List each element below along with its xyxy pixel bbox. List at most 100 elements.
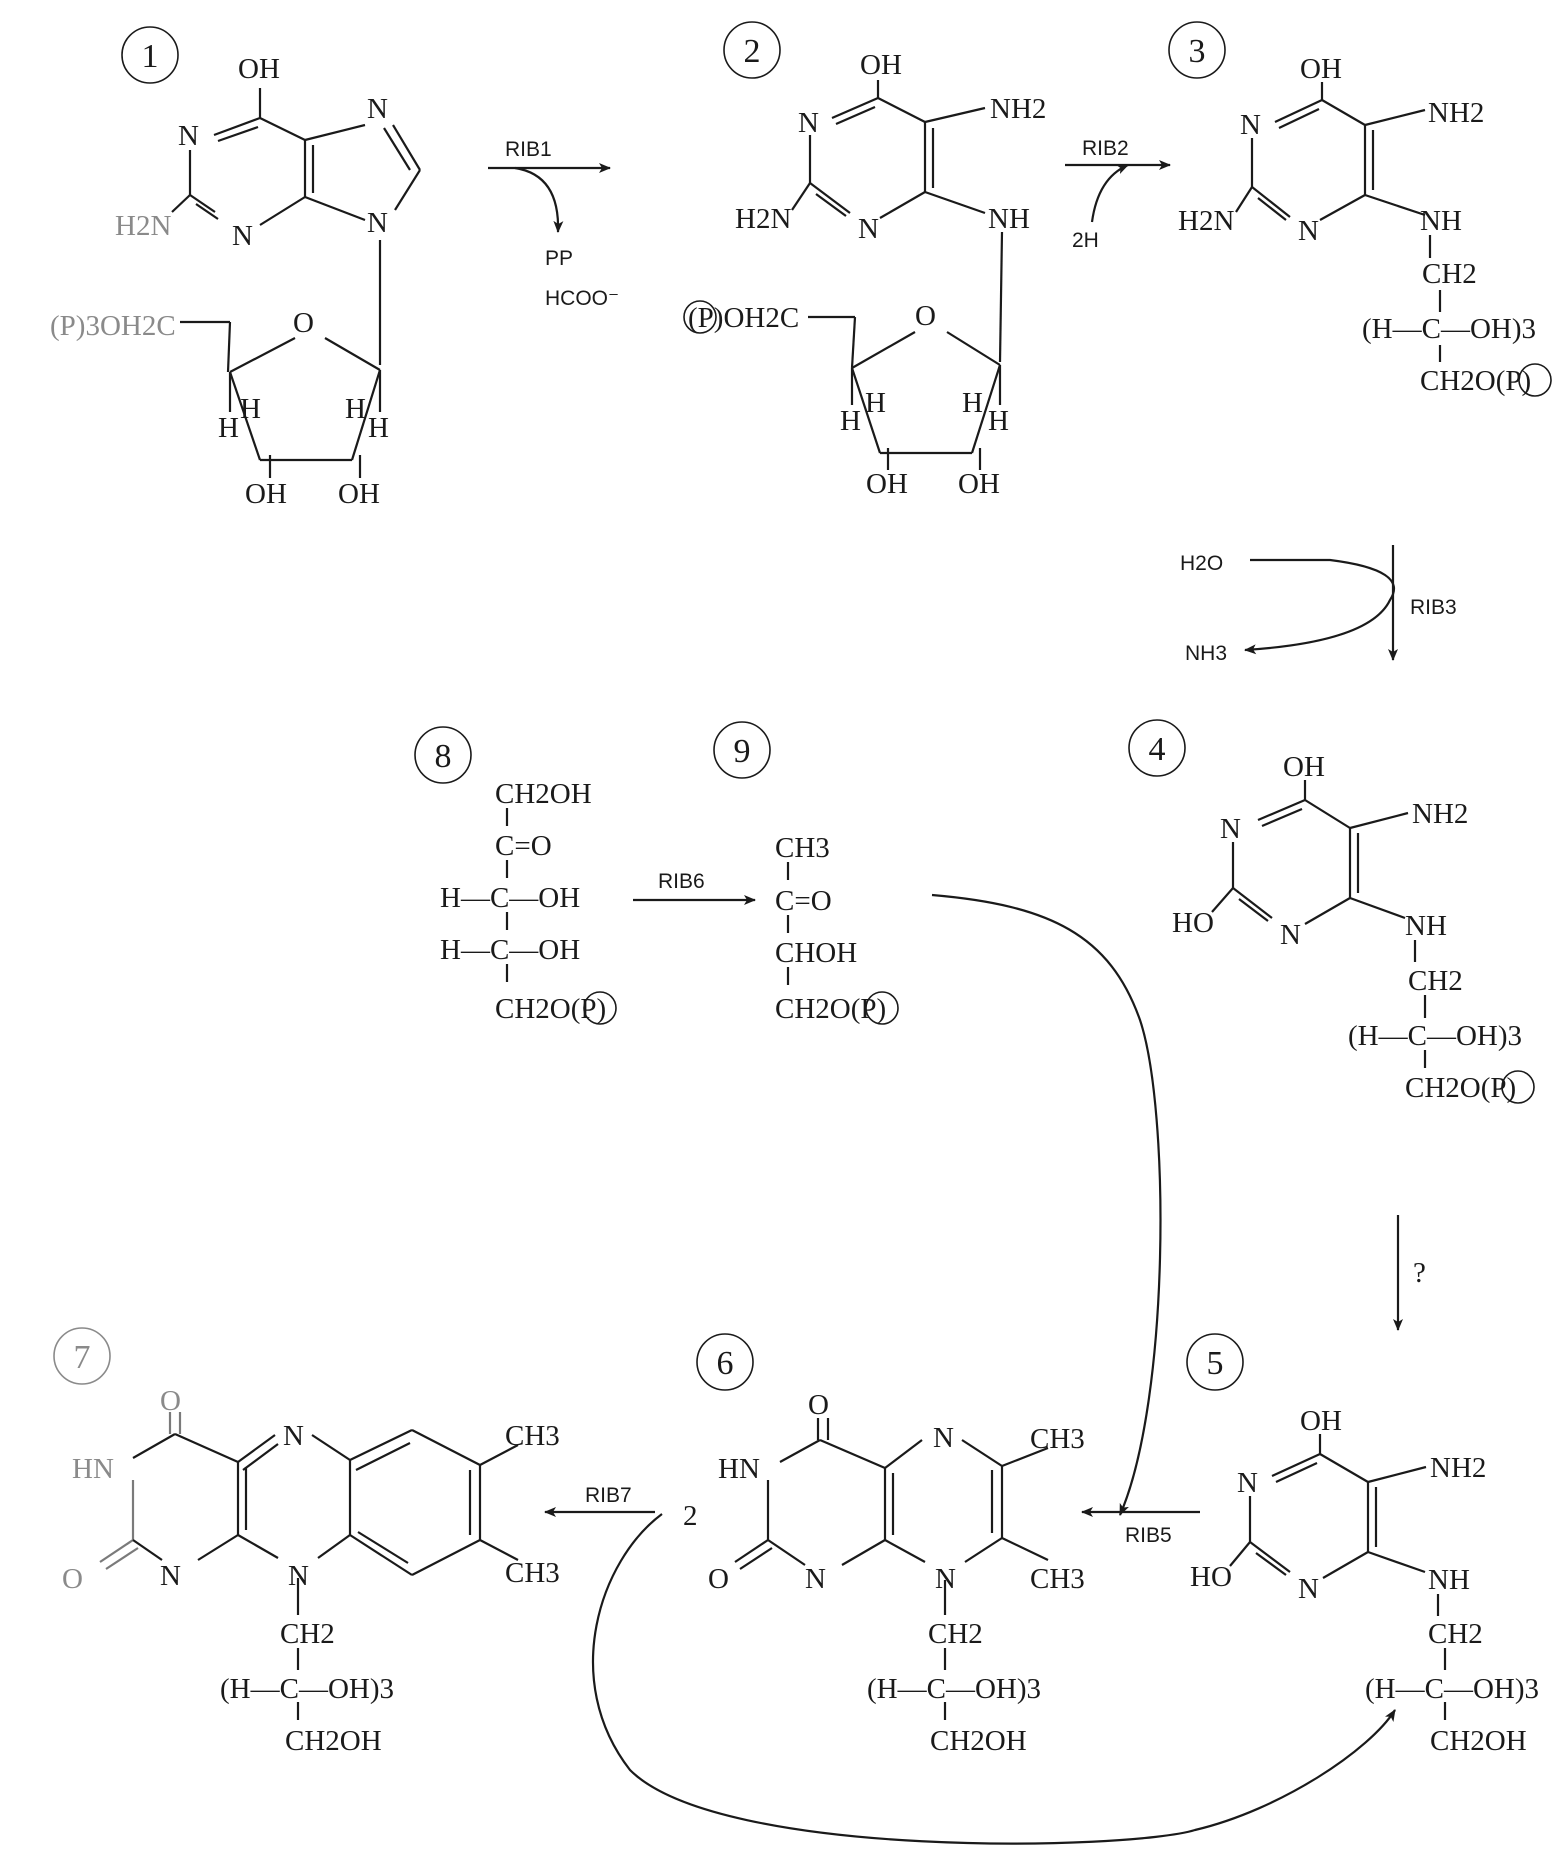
compound-2: 2 OH NH2 N N H2N NH (P)OH2C O H	[683, 21, 1046, 500]
compound-1-n1: N	[178, 120, 199, 152]
compound-1-phosphate-chain: (P)3OH2C	[50, 310, 176, 342]
compound-5-number-circle	[1186, 1333, 1244, 1391]
compound-4-phosphate-circle	[1501, 1070, 1535, 1104]
compound-3-number: 3	[1189, 33, 1206, 70]
compound-9-number: 9	[734, 733, 751, 770]
compound-1-n7: N	[367, 93, 388, 125]
compound-2-number-circle	[723, 21, 781, 79]
compound-6-hn: HN	[718, 1453, 760, 1485]
compound-7-ch3a: CH3	[505, 1420, 560, 1452]
compound-5-hcoh: (H—C—OH)3	[1365, 1673, 1539, 1705]
compound-3-n3: N	[1298, 215, 1319, 247]
compound-7-n3: N	[288, 1560, 309, 1592]
compound-1-n9: N	[367, 207, 388, 239]
compound-5-ho: HO	[1190, 1561, 1232, 1593]
compound-2-phosphate-chain: (P)OH2C	[688, 302, 799, 334]
rib5-label: RIB5	[1125, 1524, 1172, 1547]
reaction-rib7: RIB7 2	[544, 1484, 1396, 1845]
compound-6-n1: N	[933, 1422, 954, 1454]
compound-5-nh: NH	[1428, 1564, 1470, 1596]
compound-4-n1: N	[1220, 813, 1241, 845]
compound-6-ch3b: CH3	[1030, 1563, 1085, 1595]
compound-8-number-circle	[414, 726, 472, 784]
compound-1: 1 OH N N N N H2N	[50, 26, 421, 510]
compound-3-n1: N	[1240, 109, 1261, 141]
reaction-rib6: RIB6	[633, 870, 756, 905]
compound-8-line-1: CH2OH	[495, 778, 592, 810]
compound-5-n3: N	[1298, 1573, 1319, 1605]
rib6-label: RIB6	[658, 870, 705, 893]
compound-9-line-4: CH2O(P)	[775, 993, 886, 1025]
rib3-label: RIB3	[1410, 596, 1457, 619]
compound-6: 6 O HN O N N N CH3 CH3 CH2 (H—C—OH)3 CH2…	[696, 1333, 1085, 1757]
rib2-cofactor: 2H	[1072, 229, 1099, 252]
compound-3-h2n: H2N	[1178, 205, 1234, 237]
rib2-label: RIB2	[1082, 137, 1129, 160]
compound-3-nh2: NH2	[1428, 97, 1484, 129]
compound-5-ch2: CH2	[1428, 1618, 1483, 1650]
compound-9: 9 CH3 C=O CHOH CH2O(P)	[713, 721, 899, 1025]
reaction-rib1: RIB1 PP HCOO⁻	[488, 138, 619, 310]
rib1-side-arrow	[514, 166, 564, 233]
compound-4: 4 OH NH2 N N HO NH CH2 (H—C—OH)3 CH2O(P)	[1128, 719, 1535, 1104]
compound-8: 8 CH2OH C=O H—C—OH H—C—OH CH2O(P)	[414, 726, 617, 1025]
compound-7-hn: HN	[72, 1453, 114, 1485]
compound-6-o1: O	[808, 1389, 829, 1421]
compound-6-n2: N	[805, 1563, 826, 1595]
compound-3-hcoh: (H—C—OH)3	[1362, 313, 1536, 345]
compound-8-line-2: C=O	[495, 830, 552, 862]
compound-2-h2n: H2N	[735, 203, 791, 235]
compound-6-ch2: CH2	[928, 1618, 983, 1650]
compound-4-ho: HO	[1172, 907, 1214, 939]
compound-7-number: 7	[74, 1339, 91, 1376]
reaction-rib3: RIB3 H2O NH3	[1180, 545, 1457, 665]
compound-9-number-circle	[713, 721, 771, 779]
compound-5-nh2: NH2	[1430, 1452, 1486, 1484]
compound-2-n1: N	[798, 107, 819, 139]
compound-7-hcoh: (H—C—OH)3	[220, 1673, 394, 1705]
compound-7-n1: N	[283, 1420, 304, 1452]
compound-2-h2: H	[865, 387, 886, 419]
compound-6-hcoh: (H—C—OH)3	[867, 1673, 1041, 1705]
compound-8-line-3: H—C—OH	[440, 882, 580, 914]
compound-1-oh: OH	[238, 53, 280, 85]
compound-6-number-circle	[696, 1333, 754, 1391]
compound-2-oh2: OH	[866, 468, 908, 500]
reaction-rib5: RIB5	[1081, 1507, 1200, 1547]
rib3-output: NH3	[1185, 642, 1227, 665]
compound-1-h2: H	[240, 393, 261, 425]
compound-9-line-2: C=O	[775, 885, 832, 917]
rib7-recycle-curve	[591, 1513, 1396, 1845]
compound-5: 5 OH NH2 N N HO NH CH2 (H—C—OH)3 CH2OH	[1186, 1333, 1539, 1757]
compound-3-phosphate-circle	[1518, 363, 1552, 397]
compound-3-ch2op: CH2O(P)	[1420, 365, 1531, 397]
compound-3: 3 OH NH2 N N H2N NH CH2 (H—C—OH)3 CH2O(P…	[1168, 21, 1552, 397]
compound-7-ch3b: CH3	[505, 1557, 560, 1589]
compound-1-h4: H	[368, 412, 389, 444]
compound-8-line-5: CH2O(P)	[495, 993, 606, 1025]
rib2-side-arrow	[1090, 163, 1129, 223]
compound-3-number-circle	[1168, 21, 1226, 79]
compound-6-o2: O	[708, 1563, 729, 1595]
compound-2-oh3: OH	[958, 468, 1000, 500]
rib7-stoichiometry: 2	[683, 1500, 698, 1532]
rib1-product-pp: PP	[545, 247, 573, 270]
compound-4-n3: N	[1280, 919, 1301, 951]
compound-7-ch2: CH2	[280, 1618, 335, 1650]
compound-3-oh: OH	[1300, 53, 1342, 85]
reaction-rib2: RIB2 2H	[1065, 137, 1171, 252]
compound-4-ch2: CH2	[1408, 965, 1463, 997]
compound-4-nh: NH	[1405, 910, 1447, 942]
compound-1-ring-o: O	[293, 307, 314, 339]
compound-5-n1: N	[1237, 1467, 1258, 1499]
compound-7-o1: O	[160, 1385, 181, 1417]
compound-1-oh3: OH	[338, 478, 380, 510]
unknown-label: ?	[1413, 1257, 1426, 1289]
compound-1-number: 1	[142, 38, 159, 75]
compound-8-phosphate-circle	[583, 991, 617, 1025]
compound-7-n2: N	[160, 1560, 181, 1592]
compound-4-number: 4	[1149, 731, 1166, 768]
compound-5-number: 5	[1207, 1345, 1224, 1382]
compound-9-line-1: CH3	[775, 832, 830, 864]
